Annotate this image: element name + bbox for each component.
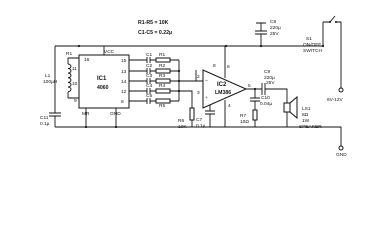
l1-value: 100µH bbox=[43, 79, 58, 85]
ic1-pin15: 15 bbox=[121, 58, 127, 64]
ground-terminal bbox=[338, 145, 344, 151]
ic1-pin8: 8 bbox=[121, 99, 124, 105]
c8-ref: C8 bbox=[270, 19, 276, 25]
ic1-part: 4060 bbox=[97, 85, 109, 91]
ic2-plus: + bbox=[205, 96, 208, 101]
ground-label: GND bbox=[336, 152, 347, 158]
ic1-r1: R1 bbox=[66, 51, 72, 57]
cap-label-c1: C1 bbox=[146, 52, 152, 58]
c9-value: 220µ bbox=[264, 75, 275, 81]
ls1-label: SPEAKER bbox=[299, 124, 322, 130]
s1-ref: S1 bbox=[306, 36, 312, 42]
c9-ref: C9 bbox=[264, 69, 270, 75]
ic2-pin5: 5 bbox=[248, 83, 251, 89]
ic2-minus: − bbox=[205, 79, 208, 84]
cap-label-c4: C4 bbox=[146, 83, 152, 89]
r7-ref: R7 bbox=[240, 113, 246, 119]
cap-label-c3: C3 bbox=[146, 73, 152, 79]
ls1-ohms: 8Ω bbox=[302, 112, 309, 118]
s1-name: ON/OFF bbox=[303, 42, 321, 48]
cap-label-c5: C5 bbox=[146, 93, 152, 99]
c8-value: 220µ bbox=[270, 25, 281, 31]
r7-value: 10Ω bbox=[240, 119, 249, 125]
ic2-pin4: 4 bbox=[228, 103, 231, 109]
ic2-ref: IC2 bbox=[217, 82, 227, 88]
positive-rail bbox=[55, 21, 330, 47]
ic2-pin8: 8 bbox=[213, 63, 216, 69]
resistor-r6 bbox=[189, 107, 195, 121]
ic1-pin12: 12 bbox=[121, 89, 127, 95]
ls1-ref: LS1 bbox=[302, 106, 311, 112]
l1-ref: L1 bbox=[45, 73, 51, 79]
rc-network bbox=[129, 57, 181, 104]
s1-type: SWITCH bbox=[303, 48, 322, 54]
res-label-r5: R5 bbox=[159, 103, 165, 109]
c10-value: 0.04µ bbox=[260, 101, 272, 107]
note-capacitor-values: C1-C5 = 0.22µ bbox=[138, 30, 172, 36]
ic2-pin2: 2 bbox=[197, 74, 200, 80]
ic2-pin3: 3 bbox=[197, 90, 200, 96]
c8-voltage: 25V bbox=[270, 31, 279, 37]
c11-value: 0.1µ bbox=[40, 121, 50, 127]
res-label-r4: R4 bbox=[159, 83, 165, 89]
ic1-pin10: 10 bbox=[72, 81, 78, 87]
res-label-r2: R2 bbox=[159, 63, 165, 69]
ic1-vcc: VCC bbox=[104, 49, 115, 55]
ic2-amplifier bbox=[202, 69, 248, 109]
r6-value: 10K bbox=[178, 124, 187, 130]
note-resistor-values: R1-R5 = 10K bbox=[138, 20, 169, 26]
c11-ref: C11 bbox=[40, 115, 49, 121]
ic1-pin14: 14 bbox=[121, 79, 127, 85]
cap-label-c2: C2 bbox=[146, 63, 152, 69]
c7-value: 0.1µ bbox=[196, 123, 206, 129]
ic1-pin9: 9 bbox=[74, 98, 77, 104]
ic1-pin16: 16 bbox=[84, 57, 90, 63]
switch-s1-icon bbox=[323, 15, 342, 34]
ic1-body bbox=[78, 54, 130, 109]
c10-ref: C10 bbox=[261, 95, 270, 101]
res-label-r3: R3 bbox=[159, 73, 165, 79]
ic1-ref: IC1 bbox=[97, 76, 107, 82]
ls1-watts: 1W bbox=[302, 118, 310, 124]
c7-ref: C7 bbox=[196, 117, 202, 123]
supply-voltage: 6V-12V bbox=[327, 97, 344, 103]
inductor-l1 bbox=[67, 63, 72, 93]
res-label-r1: R1 bbox=[159, 52, 165, 58]
ic1-pin13: 13 bbox=[121, 69, 127, 75]
resistor-r7 bbox=[252, 109, 258, 121]
r6-ref: R6 bbox=[178, 118, 184, 124]
speaker-ls1-icon bbox=[283, 95, 298, 120]
supply-positive-terminal bbox=[338, 87, 344, 93]
ic1-pin11: 11 bbox=[72, 66, 77, 72]
ic2-pin6: 6 bbox=[227, 64, 230, 70]
c9-voltage: 25V bbox=[266, 80, 275, 86]
ic2-part: LM386 bbox=[215, 90, 231, 96]
circuit-diagram: R1-R5 = 10K C1-C5 = 0.22µ IC1 4060 16 VC… bbox=[40, 15, 347, 158]
